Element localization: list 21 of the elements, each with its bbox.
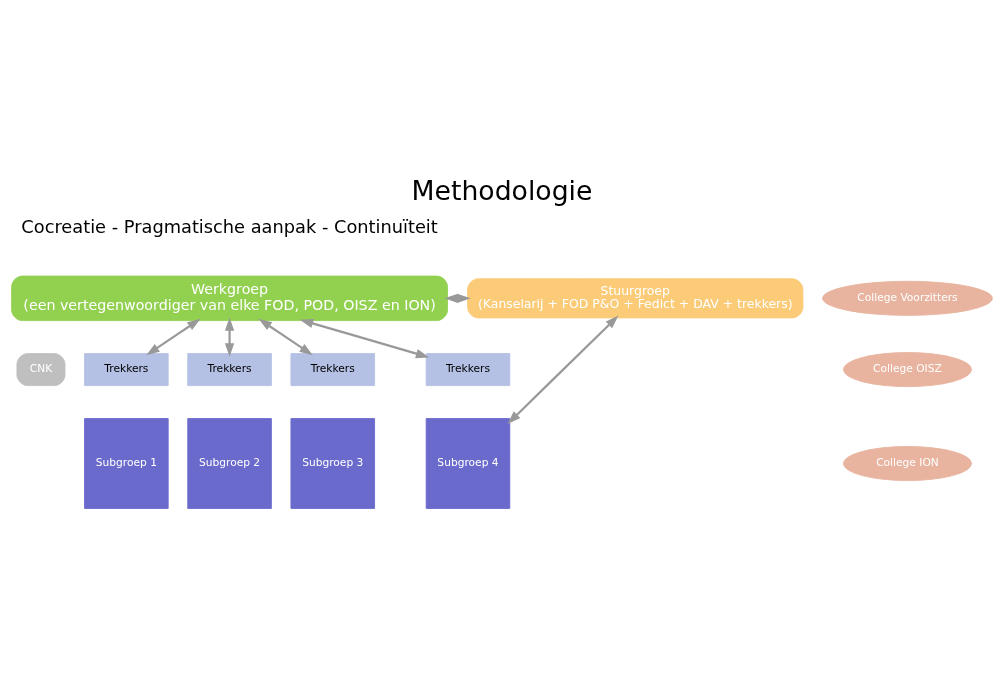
node-box: Stuurgroep (Kanselarij + FOD P&O + Fedict + DAV + trekkers) [467, 278, 804, 319]
label: Cocreatie - Pragmatische aanpak - Continuïteit [21, 215, 438, 237]
node-box: Subgroep 2 [187, 418, 272, 509]
node-box: Trekkers [290, 353, 376, 387]
node-box: Subgroep 4 [425, 418, 511, 509]
node-box: Subgroep 3 [290, 418, 376, 509]
node-ellipse: College Voorzitters [822, 280, 993, 316]
node-box: Trekkers [425, 353, 511, 387]
node-box: CNK [16, 353, 66, 387]
node-ellipse: College ION [842, 446, 972, 482]
arrow [146, 318, 201, 356]
diagram-title: Methodologie [411, 175, 593, 207]
node-ellipse: College OISZ [842, 352, 972, 388]
node-box: Subgroep 1 [84, 418, 169, 509]
node-box: Werkgroep (een vertegenwoordiger van elke FOD, POD, OISZ en ION) [11, 275, 448, 321]
node-box: Trekkers [187, 353, 272, 387]
arrow [258, 318, 313, 356]
arrow [299, 318, 430, 359]
arrow [507, 315, 619, 425]
arrow [224, 317, 235, 357]
node-box: Trekkers [84, 353, 169, 387]
